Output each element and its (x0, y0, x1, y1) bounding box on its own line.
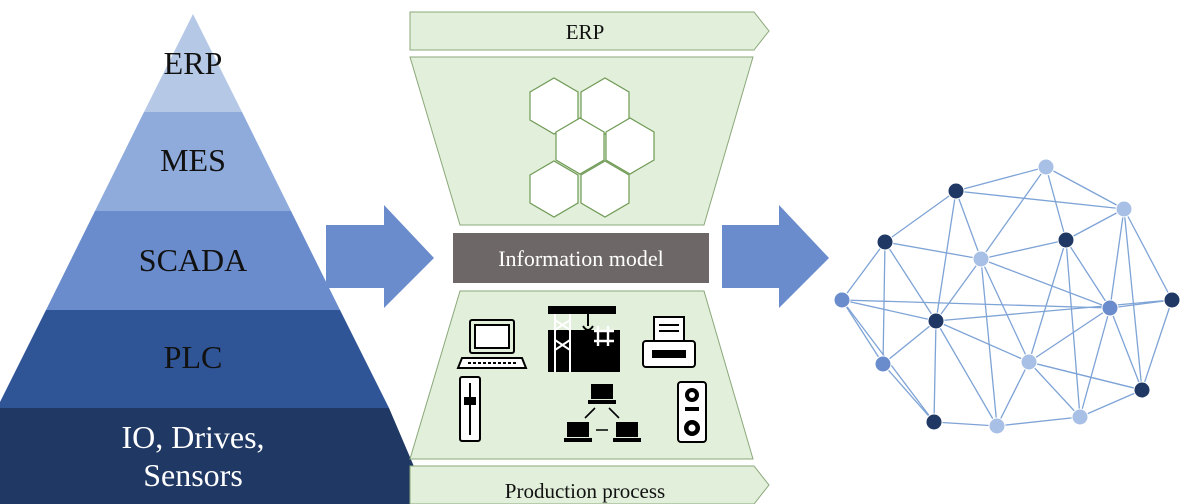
network-node (1020, 353, 1038, 371)
network-node (1115, 200, 1133, 218)
network-edge (1045, 166, 1125, 210)
network-edge (841, 299, 884, 365)
computer-terminal-icon (456, 319, 528, 369)
network-node (947, 182, 965, 200)
network-edge (935, 320, 998, 427)
network-node (874, 355, 892, 373)
automation-pyramid: ERP MES SCADA PLC IO, Drives, Sensors (0, 14, 430, 504)
flow-arrow-left (326, 205, 434, 308)
network-node (833, 291, 851, 309)
network-node (1101, 299, 1119, 317)
network-edge (1028, 307, 1111, 363)
network-edge (1123, 208, 1173, 301)
network-edge (1141, 299, 1173, 391)
pyramid-label-scada: SCADA (139, 242, 247, 278)
pyramid-level-scada (46, 211, 340, 310)
network-edge (980, 258, 1030, 363)
network-edge (1079, 389, 1143, 418)
network-edge (955, 166, 1047, 192)
pyramid-label-mes: MES (160, 142, 226, 178)
network-nodes (833, 158, 1181, 435)
network-edge (841, 299, 1111, 309)
network-edge (884, 241, 937, 322)
hexagon-icon (529, 160, 579, 218)
network-edge (1065, 239, 1081, 418)
drive-unit-icon (677, 381, 707, 443)
network-edge (980, 239, 1067, 260)
network-edge (841, 241, 886, 301)
network-node (1057, 231, 1075, 249)
pyramid-level-io (0, 408, 430, 504)
network-edge (933, 320, 937, 423)
network-edge (1065, 208, 1125, 241)
network-node (876, 233, 894, 251)
hexagon-cluster (529, 77, 655, 218)
hexagon-icon (580, 160, 630, 218)
network-edge (980, 166, 1047, 260)
factory-crane-icon (548, 306, 620, 372)
network-edge (1028, 361, 1143, 391)
network-edge (1109, 307, 1143, 391)
network-edge (996, 416, 1081, 427)
erp-arrow-banner (409, 11, 770, 51)
network-edge (980, 258, 998, 427)
slider-control-icon (459, 376, 481, 442)
network-edge (955, 190, 982, 260)
network-edge (882, 363, 935, 423)
pyramid-label-io-line2: Sensors (143, 457, 243, 493)
network-edge (884, 241, 982, 260)
network-edge (882, 320, 937, 365)
information-model-label: Information model (498, 246, 664, 271)
network-edge (935, 320, 1030, 363)
network-node (1163, 291, 1181, 309)
network-edge (882, 241, 886, 365)
network-edge (841, 299, 937, 322)
network-edge (1123, 208, 1143, 391)
network-edge (1028, 361, 1081, 418)
production-process-label: Production process (505, 479, 665, 503)
network-node (988, 417, 1006, 435)
network-edge (1065, 239, 1111, 309)
flow-arrow-right (722, 205, 829, 308)
network-edge (935, 190, 957, 322)
network-edge (935, 258, 982, 322)
pyramid-level-erp (144, 14, 242, 112)
network-edge (1079, 307, 1111, 418)
erp-arrow-label: ERP (566, 20, 605, 44)
network-edge (1045, 166, 1067, 241)
information-model-box (453, 233, 709, 283)
network-edge (935, 299, 1173, 322)
pyramid-label-erp: ERP (164, 45, 223, 81)
pyramid-level-mes (95, 112, 291, 211)
network-edge (996, 361, 1030, 427)
hexagon-icon (605, 117, 655, 175)
production-process-arrow-banner (409, 465, 770, 504)
hexagon-icon (555, 117, 605, 175)
network-edge (884, 190, 957, 243)
network-edges (841, 166, 1173, 427)
network-edge (980, 258, 1111, 309)
network-node (1133, 381, 1151, 399)
network-edge (955, 190, 1125, 210)
network-edge (1109, 208, 1125, 309)
network-edge (933, 421, 998, 427)
network-graph (833, 158, 1181, 435)
network-edge (1028, 239, 1067, 363)
network-node (927, 312, 945, 330)
network-computers-icon (564, 384, 641, 442)
network-node (925, 413, 943, 431)
pyramid-label-plc: PLC (164, 339, 223, 375)
information-model-column: ERP Information model (409, 11, 770, 504)
network-node (1071, 408, 1089, 426)
network-node (1037, 158, 1055, 176)
network-node (972, 250, 990, 268)
pyramid-label-io-line1: IO, Drives, (121, 419, 264, 455)
printer-icon (642, 316, 696, 368)
pyramid-level-plc (0, 310, 389, 408)
